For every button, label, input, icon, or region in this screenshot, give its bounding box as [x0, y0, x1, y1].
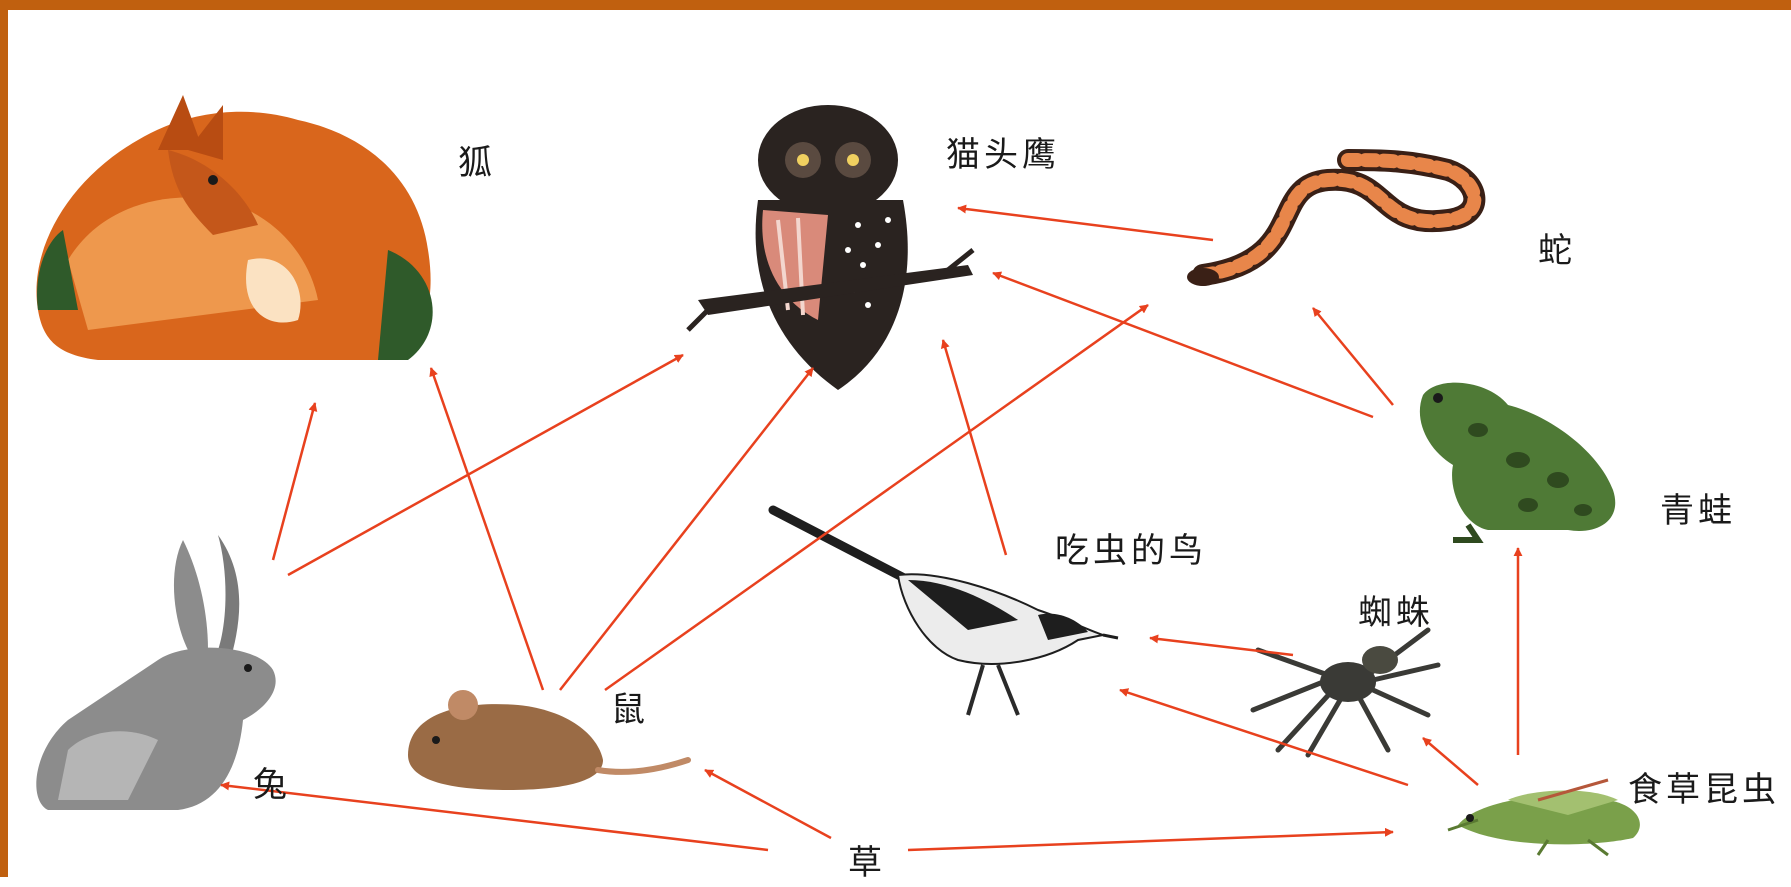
arrow-mouse-to-fox	[431, 368, 543, 690]
label-snake: 蛇	[1538, 223, 1576, 272]
arrow-frog-to-owl	[993, 273, 1373, 417]
arrow-grass-to-rabbit	[221, 785, 768, 850]
label-mouse: 鼠	[611, 682, 649, 731]
owl-illustration	[688, 105, 973, 390]
arrow-insect-to-spider	[1423, 738, 1478, 785]
food-web-canvas	[8, 10, 1791, 887]
arrow-rabbit-to-owl	[288, 355, 683, 575]
arrow-bird-to-owl	[943, 340, 1006, 555]
label-fox: 狐	[458, 135, 496, 184]
arrow-snake-to-owl	[958, 208, 1213, 240]
arrow-grass-to-mouse	[705, 770, 831, 838]
frog-illustration	[1420, 383, 1615, 540]
arrow-spider-to-bird	[1150, 638, 1293, 655]
grasshopper-illustration	[1448, 780, 1640, 855]
fox-illustration	[36, 95, 432, 360]
arrow-mouse-to-owl	[560, 368, 813, 690]
label-rabbit: 兔	[253, 757, 291, 806]
label-insect-eating-bird: 吃虫的鸟	[1055, 523, 1207, 572]
arrow-rabbit-to-fox	[273, 403, 315, 560]
arrow-frog-to-snake	[1313, 308, 1393, 405]
label-frog: 青蛙	[1660, 483, 1736, 532]
spider-illustration	[1253, 630, 1438, 755]
snake-illustration	[1187, 160, 1474, 286]
label-owl: 猫头鹰	[946, 127, 1060, 176]
label-spider: 蜘蛛	[1358, 585, 1434, 634]
label-herbivorous-insect: 食草昆虫	[1628, 762, 1780, 811]
arrow-grass-to-insect	[908, 832, 1393, 850]
rabbit-illustration	[36, 535, 275, 810]
